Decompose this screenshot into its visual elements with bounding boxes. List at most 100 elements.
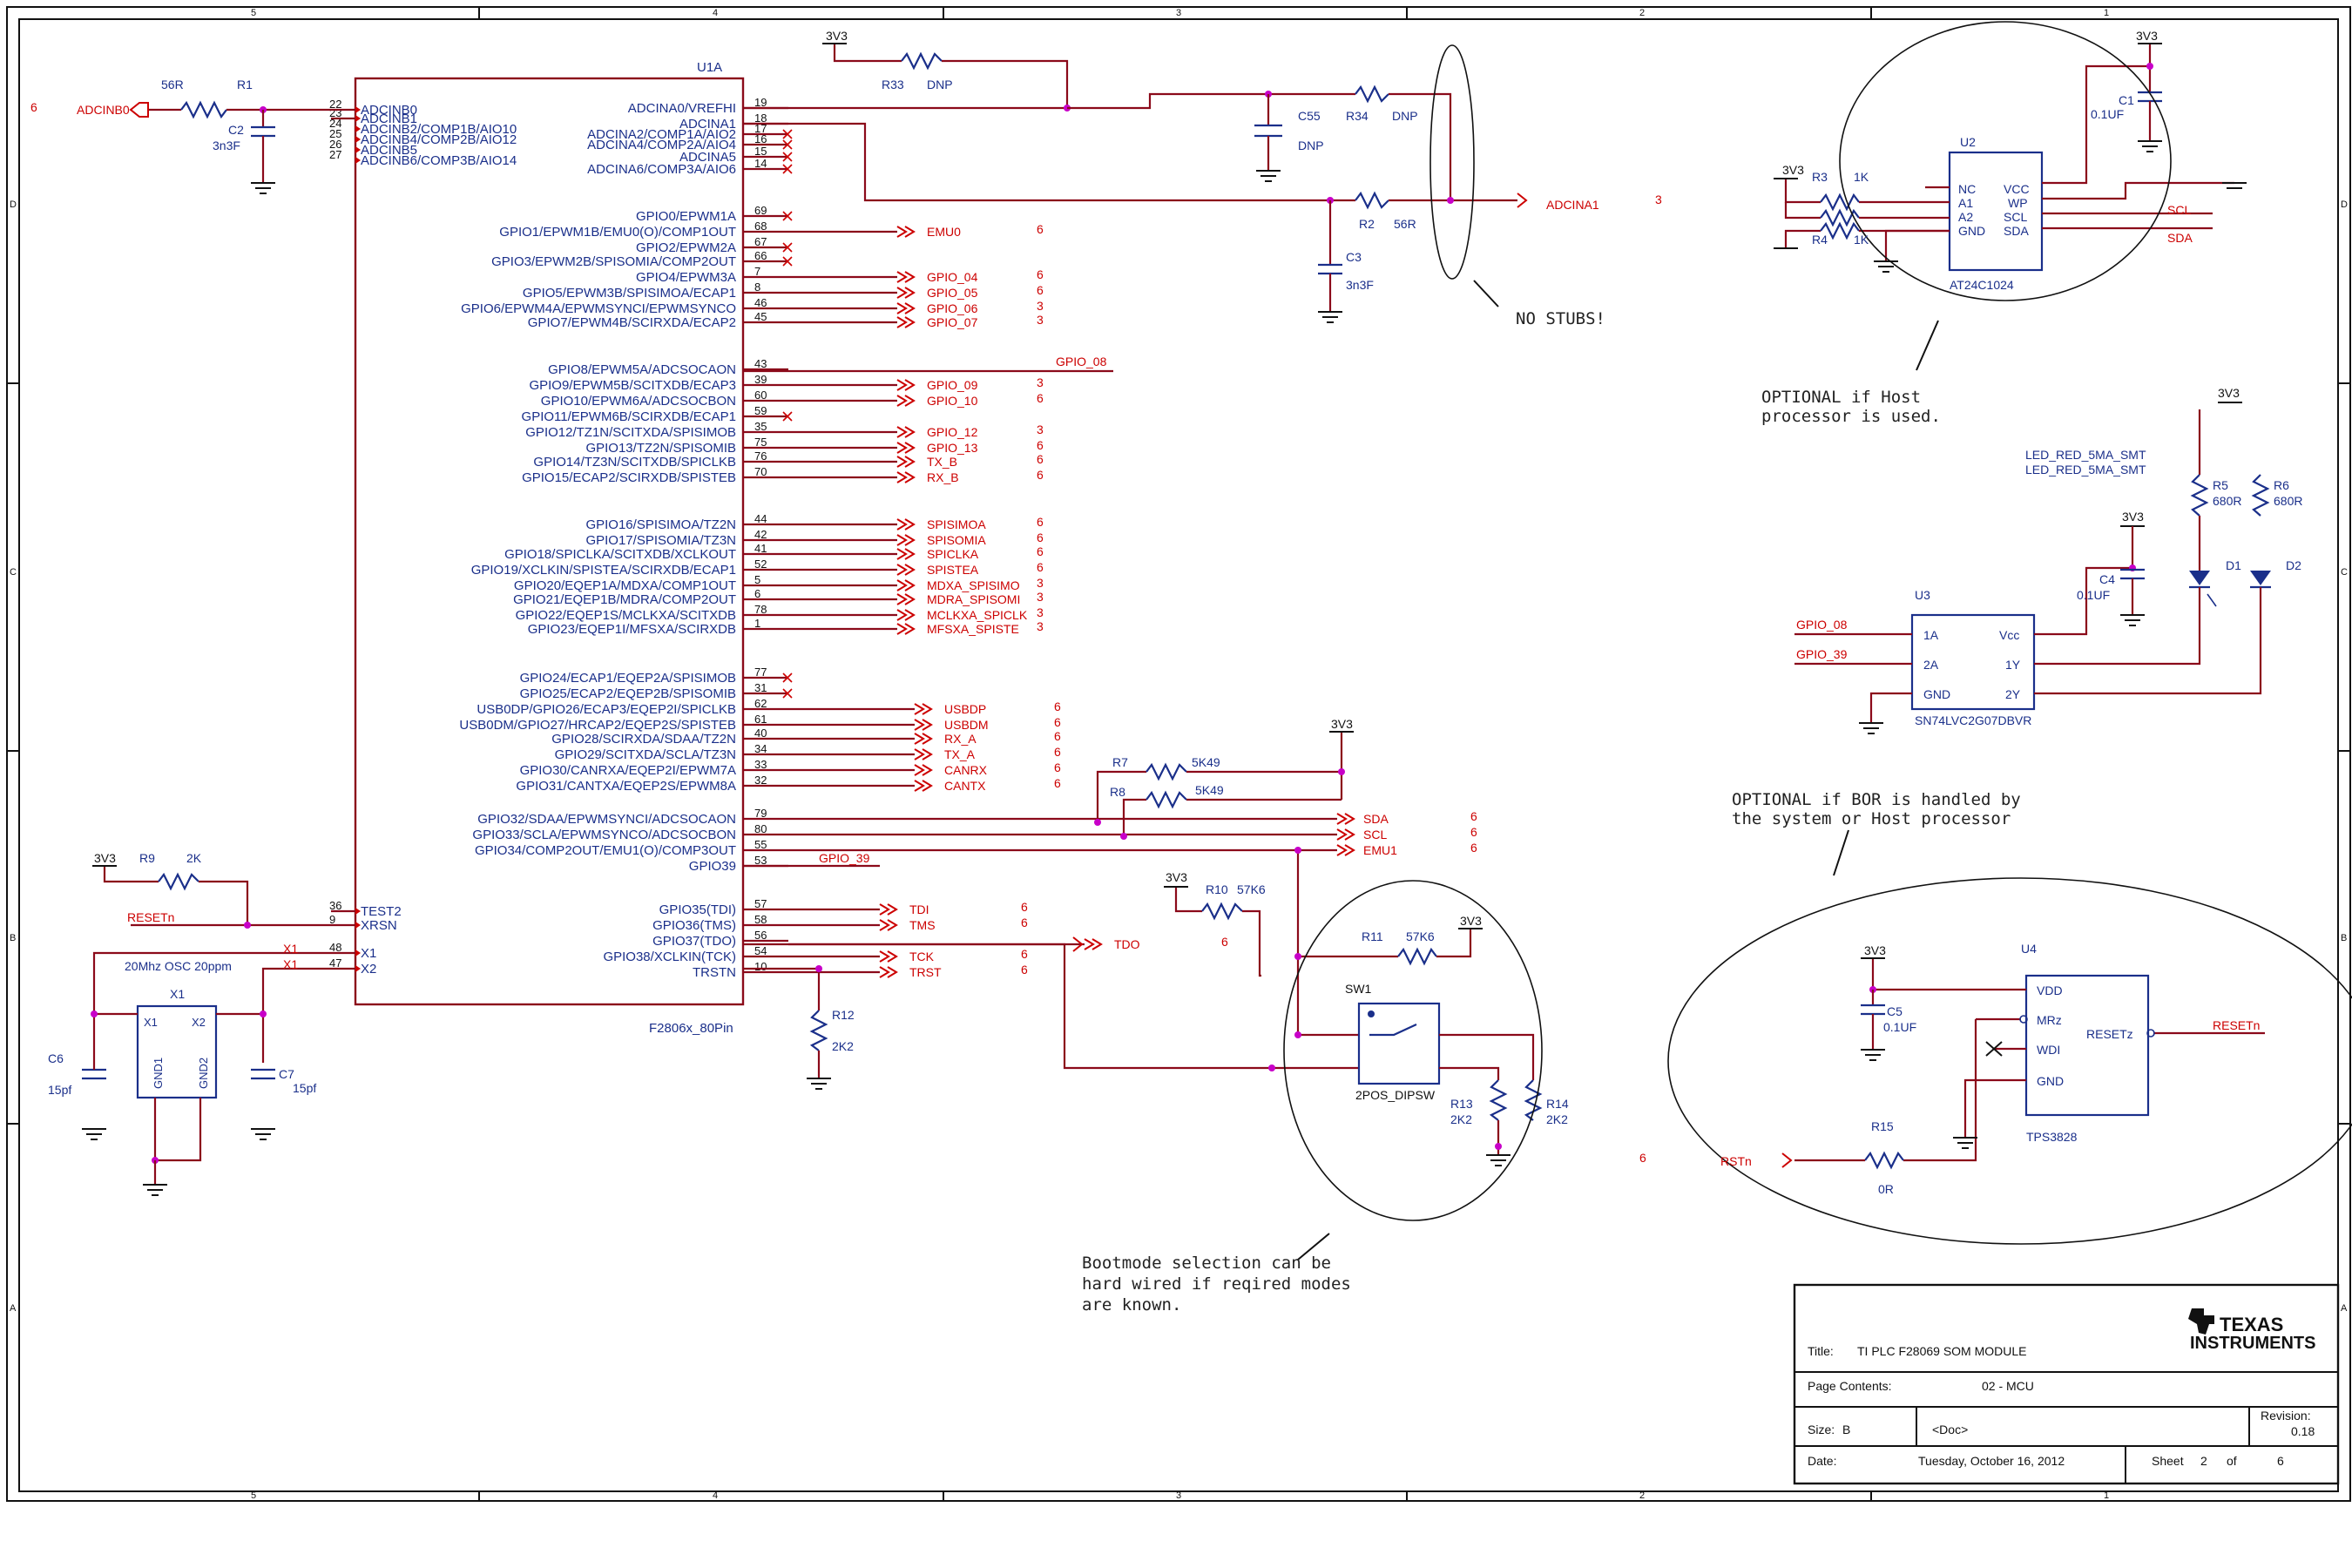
u2-part: AT24C1024 bbox=[1950, 278, 2014, 292]
mcu-pin-number: 6 bbox=[754, 587, 760, 600]
mcu-pin-number: 66 bbox=[754, 249, 767, 262]
title-value: TI PLC F28069 SOM MODULE bbox=[1857, 1344, 2027, 1358]
net-page-ref: 6 bbox=[1037, 391, 1044, 405]
zone-left-D: D bbox=[10, 199, 17, 210]
mcu-pin-name: GPIO12/TZ1N/SCITXDA/SPISIMOB bbox=[525, 425, 736, 440]
mcu-pin-name: GPIO14/TZ3N/SCITXDB/SPICLKB bbox=[533, 455, 736, 470]
c4-refdes: C4 bbox=[2099, 572, 2115, 586]
c6-refdes: C6 bbox=[48, 1051, 64, 1065]
mcu-pin-number: 47 bbox=[329, 956, 341, 970]
supervisor-circuit bbox=[1667, 829, 2352, 1245]
mcu-pin-name: ADCINB6/COMP3B/AIO14 bbox=[361, 153, 517, 168]
u2-pin-a2: A2 bbox=[1958, 210, 1973, 224]
ti-logo-icon bbox=[2188, 1308, 2214, 1335]
mcu-pin-number: 44 bbox=[754, 512, 767, 525]
mcu-pin-name: USB0DP/GPIO26/ECAP3/EQEP2I/SPICLKB bbox=[476, 702, 736, 717]
pin-arrow-icon bbox=[355, 908, 361, 915]
mcu-pin-name: GPIO16/SPISIMOA/TZ2N bbox=[585, 517, 736, 532]
net-label: CANTX bbox=[944, 779, 986, 793]
net-page-ref: 6 bbox=[1037, 452, 1044, 466]
mcu-pin-number: 60 bbox=[754, 389, 767, 402]
r13-value: 2K2 bbox=[1450, 1112, 1472, 1126]
mcu-pin-name: GPIO38/XCLKIN(TCK) bbox=[603, 950, 736, 964]
off-page-connector-icon bbox=[896, 456, 916, 468]
net-page-ref: 3 bbox=[1037, 619, 1044, 633]
reset-crystal-circuit bbox=[82, 865, 355, 1196]
pin-arrow-icon bbox=[355, 125, 361, 132]
adcina1-page-ref: 3 bbox=[1655, 193, 1662, 206]
u2-pin-a1: A1 bbox=[1958, 196, 1973, 210]
net-label: MCLKXA_SPICLK bbox=[927, 608, 1028, 622]
net-page-ref: 6 bbox=[1021, 900, 1028, 914]
mcu-pin-name: GPIO6/EPWM4A/EPWMSYNCI/EPWMSYNCO bbox=[461, 301, 736, 316]
u2-pin-scl: SCL bbox=[2004, 210, 2027, 224]
adcinb0-page-ref: 6 bbox=[30, 100, 37, 114]
off-page-connector-icon bbox=[896, 609, 916, 621]
u2-pin-vcc: VCC bbox=[2004, 182, 2030, 196]
net-page-ref: 6 bbox=[1021, 916, 1028, 929]
adcina1-net: ADCINA1 bbox=[1546, 198, 1599, 212]
mcu-pin-number: 27 bbox=[329, 148, 341, 161]
u3-pin-vcc: Vcc bbox=[1999, 628, 2019, 642]
led-label-1: LED_RED_5MA_SMT bbox=[2025, 448, 2146, 462]
r10-refdes: R10 bbox=[1206, 882, 1228, 896]
u3-pin-1y: 1Y bbox=[2005, 658, 2021, 672]
x1-pin-gnd2: GND2 bbox=[197, 1058, 210, 1089]
u4-refdes: U4 bbox=[2021, 942, 2037, 956]
net-label: TCK bbox=[909, 950, 935, 963]
mcu-pin-name: ADCINA0/VREFHI bbox=[628, 101, 736, 116]
net-page-ref: 6 bbox=[1021, 947, 1028, 961]
mcu-pin-name: GPIO15/ECAP2/SCIRXDB/SPISTEB bbox=[522, 470, 736, 485]
c55-refdes: C55 bbox=[1298, 109, 1321, 123]
mcu-pin-number: 54 bbox=[754, 944, 767, 957]
off-page-connector-icon bbox=[1084, 938, 1103, 950]
zone-right-D: D bbox=[2341, 199, 2348, 210]
no-connect-icon bbox=[782, 211, 793, 221]
date-value: Tuesday, October 16, 2012 bbox=[1918, 1454, 2065, 1468]
mcu-pin-number: 34 bbox=[754, 742, 767, 755]
mcu-pin-name: GPIO39 bbox=[689, 859, 736, 874]
mcu-pin-number: 43 bbox=[754, 357, 767, 370]
mcu-pin-number: 58 bbox=[754, 913, 767, 926]
pin-arrow-icon bbox=[355, 136, 361, 143]
eeprom-circuit bbox=[1774, 21, 2247, 371]
off-page-connector-icon bbox=[914, 733, 933, 745]
net-page-ref: 6 bbox=[1470, 825, 1477, 839]
c4-value: 0.1UF bbox=[2077, 588, 2110, 602]
r10-supply: 3V3 bbox=[1166, 870, 1187, 884]
r6-refdes: R6 bbox=[2274, 478, 2289, 492]
mcu-pin-name: GPIO3/EPWM2B/SPISOMIA/COMP2OUT bbox=[491, 254, 736, 269]
resetn-net: RESETn bbox=[127, 910, 174, 924]
eeprom-scl-net: SCL bbox=[2167, 203, 2191, 217]
mcu-pin-name: GPIO7/EPWM4B/SCIRXDA/ECAP2 bbox=[528, 315, 736, 330]
net-label: GPIO_05 bbox=[927, 286, 978, 300]
net-label: SPISIMOA bbox=[927, 517, 986, 531]
r10-value: 57K6 bbox=[1237, 882, 1266, 896]
mcu-pin-number: 1 bbox=[754, 617, 760, 630]
net-label: GPIO_09 bbox=[927, 378, 978, 392]
zone-bottom-3: 3 bbox=[1176, 1490, 1181, 1501]
r1-value: 56R bbox=[161, 78, 184, 91]
net-page-ref: 6 bbox=[1054, 760, 1061, 774]
mcu-pin-number: 55 bbox=[754, 838, 767, 851]
d2-refdes: D2 bbox=[2286, 558, 2301, 572]
zone-top-2: 2 bbox=[1639, 8, 1645, 18]
pin-arrow-icon bbox=[355, 965, 361, 972]
net-label: GPIO_12 bbox=[927, 425, 978, 439]
mcu-pin-number: 62 bbox=[754, 697, 767, 710]
mcu-pin-name: GPIO31/CANTXA/EQEP2S/EPWM8A bbox=[516, 779, 736, 794]
mcu-pin-name: GPIO35(TDI) bbox=[659, 902, 736, 917]
off-page-connector-icon bbox=[879, 966, 898, 978]
net-page-ref: 6 bbox=[1054, 729, 1061, 743]
adcina1-circuit bbox=[743, 44, 1528, 323]
mcu-pin-name: ADCINB2/COMP1B/AIO10 bbox=[361, 122, 517, 137]
mcu-pin-name: X1 bbox=[361, 946, 376, 961]
mcu-pin-number: 53 bbox=[754, 854, 767, 867]
r12-value: 2K2 bbox=[832, 1039, 854, 1053]
mcu-pin-name: GPIO25/ECAP2/EQEP2B/SPISOMIB bbox=[520, 686, 736, 701]
net-label: TX_A bbox=[944, 747, 976, 761]
u4-pin-mrz: MRz bbox=[2037, 1013, 2062, 1027]
zone-left-A: A bbox=[10, 1303, 17, 1314]
mcu-pin-name: GPIO20/EQEP1A/MDXA/COMP1OUT bbox=[514, 578, 736, 593]
no-connect-icon bbox=[782, 688, 793, 699]
